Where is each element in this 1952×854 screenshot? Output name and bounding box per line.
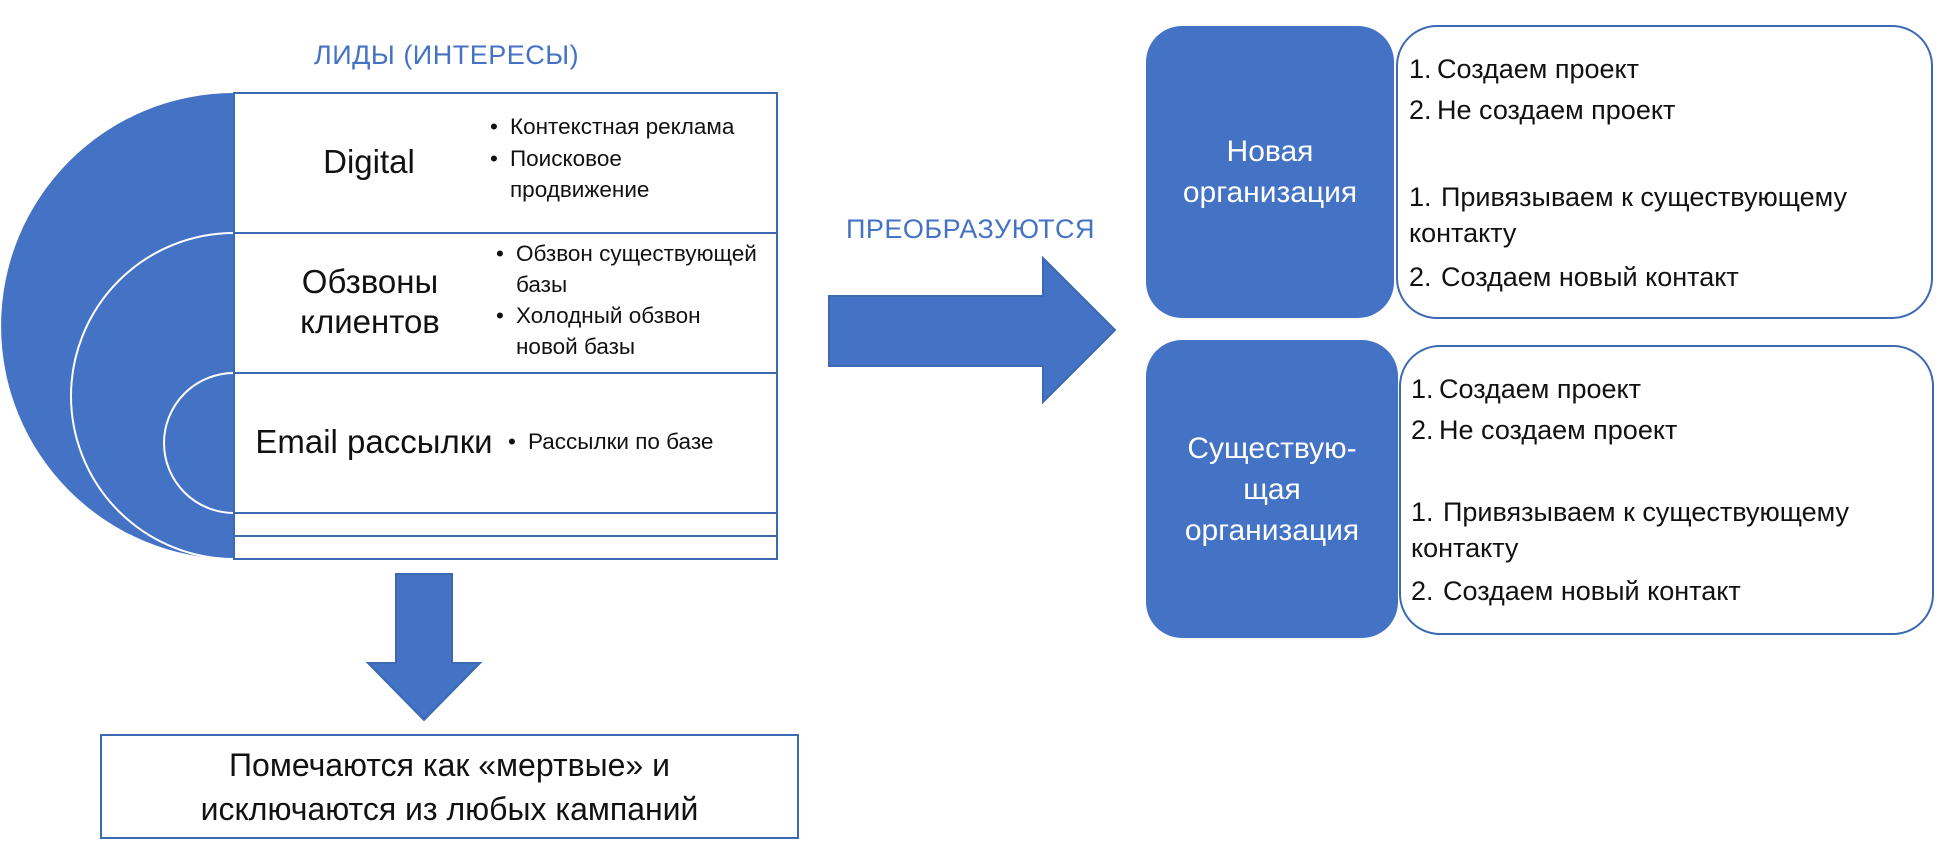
- existing-org-label: Существую-щая организация: [1184, 431, 1360, 547]
- email-bullets: Рассылки по базе: [508, 426, 768, 458]
- option-item: 2.Не создаем проект: [1411, 415, 1678, 445]
- option-item: 2.Создаем новый контакт: [1411, 576, 1741, 606]
- option-item: 2.Не создаем проект: [1409, 95, 1676, 125]
- bullet-item: Обзвон существующей базы: [496, 238, 781, 300]
- option-item: 2.Создаем новый контакт: [1409, 262, 1739, 292]
- bullet-item: Холодный обзвон новой базы: [496, 300, 766, 362]
- transform-label: ПРЕОБРАЗУЮТСЯ: [846, 214, 1095, 244]
- row-title-calls: Обзвоны клиентов: [300, 263, 440, 340]
- right-arrow: [828, 255, 1117, 405]
- option-item: 1.Создаем проект: [1409, 54, 1639, 84]
- digital-bullets: Контекстная реклама Поисковое продвижени…: [490, 111, 780, 205]
- row-title-digital: Digital: [323, 143, 415, 180]
- dead-leads-box: Помечаются как «мертвые» и исключаются и…: [100, 734, 799, 839]
- option-item: 1.Создаем проект: [1411, 374, 1641, 404]
- dead-leads-text: Помечаются как «мертвые» и исключаются и…: [200, 746, 699, 827]
- leads-title: ЛИДЫ (ИНТЕРЕСЫ): [314, 40, 580, 70]
- bullet-item: Поисковое продвижение: [490, 143, 710, 205]
- option-item: 1.Привязываем к существующему контакту: [1409, 182, 1847, 248]
- inner-arc-inner: [163, 372, 235, 514]
- bullet-item: Рассылки по базе: [508, 426, 768, 458]
- bullet-item: Контекстная реклама: [490, 111, 780, 143]
- existing-org-box: [1146, 340, 1398, 638]
- new-org-label: Новая организация: [1182, 135, 1358, 209]
- option-item: 1.Привязываем к существующему контакту: [1411, 497, 1849, 563]
- new-org-options-border: [1396, 25, 1933, 319]
- inner-arc-outer: [70, 232, 235, 560]
- calls-bullets: Обзвон существующей базы Холодный обзвон…: [496, 238, 781, 362]
- down-arrow: [365, 573, 483, 722]
- row-title-email: Email рассылки: [255, 423, 493, 460]
- existing-org-options-border: [1399, 345, 1934, 635]
- new-org-box: [1146, 26, 1394, 318]
- lead-funnel-arc: [1, 93, 235, 559]
